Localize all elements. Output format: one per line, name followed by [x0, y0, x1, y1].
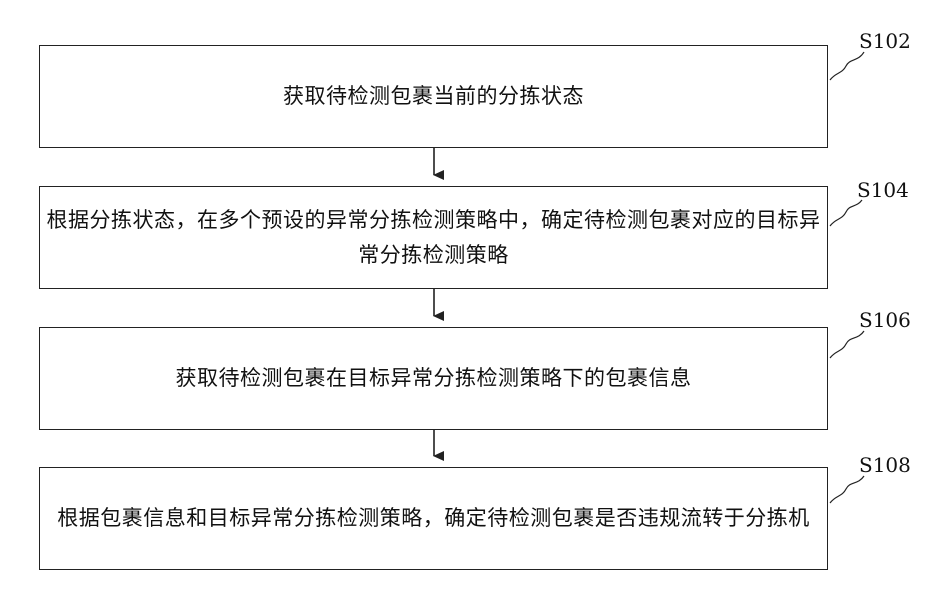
- leader-line-s104: [830, 200, 862, 226]
- leader-line-s106: [830, 331, 864, 358]
- step-text-s108: 根据包裹信息和目标异常分拣检测策略，确定待检测包裹是否违规流转于分拣机: [51, 501, 816, 536]
- step-text-s106: 获取待检测包裹在目标异常分拣检测策略下的包裹信息: [170, 361, 698, 396]
- step-label-s108: S108: [859, 453, 911, 477]
- leader-line-s108: [830, 476, 864, 503]
- step-box-s102: 获取待检测包裹当前的分拣状态: [39, 45, 828, 148]
- step-text-s102: 获取待检测包裹当前的分拣状态: [277, 79, 590, 114]
- step-label-s102: S102: [859, 29, 911, 53]
- step-label-s104: S104: [857, 178, 909, 202]
- step-box-s108: 根据包裹信息和目标异常分拣检测策略，确定待检测包裹是否违规流转于分拣机: [39, 467, 828, 570]
- step-box-s106: 获取待检测包裹在目标异常分拣检测策略下的包裹信息: [39, 327, 828, 430]
- step-label-s106: S106: [859, 308, 911, 332]
- leader-line-s102: [830, 52, 864, 80]
- step-text-s104: 根据分拣状态，在多个预设的异常分拣检测策略中，确定待检测包裹对应的目标异常分拣检…: [40, 203, 827, 273]
- step-box-s104: 根据分拣状态，在多个预设的异常分拣检测策略中，确定待检测包裹对应的目标异常分拣检…: [39, 186, 828, 289]
